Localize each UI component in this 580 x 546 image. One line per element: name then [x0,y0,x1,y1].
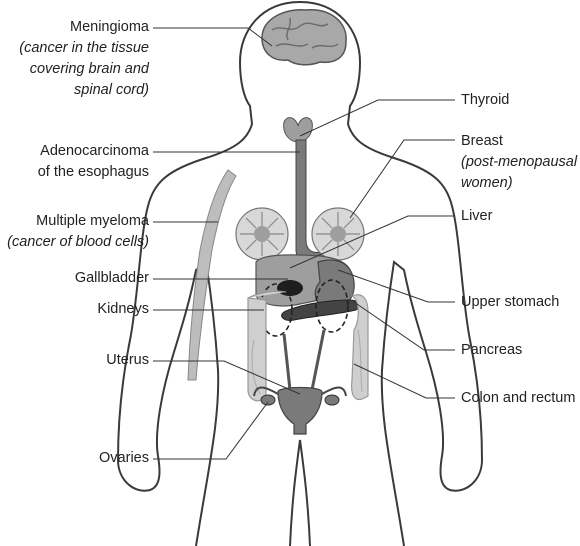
breast-left [235,207,289,261]
body-outline [116,1,484,546]
label-adenocarcinoma: Adenocarcinoma of the esophagus [37,143,149,180]
brain-shape [261,9,347,66]
kidney-right [315,279,349,333]
label-breast: Breast (post-menopausal women) [461,133,578,191]
leader-lines [153,27,455,460]
thyroid-shape [283,117,313,143]
ovary-left [260,394,276,406]
label-kidneys: Kidneys [97,301,149,317]
gallbladder-shape [277,280,303,296]
colon-shape [247,290,369,402]
label-multiple-myeloma: Multiple myeloma (cancer of blood cells) [7,213,149,250]
label-upper-stomach: Upper stomach [461,294,560,310]
breast-right [311,207,365,261]
ovary-right [324,394,340,406]
label-uterus: Uterus [106,352,149,368]
label-liver: Liver [461,208,493,224]
label-meningioma: Meningioma (cancer in the tissue coverin… [19,19,149,98]
pancreas-shape [281,299,360,321]
label-thyroid: Thyroid [461,92,510,108]
label-colon-and-rectum: Colon and rectum [461,390,576,406]
arm-vessel [187,169,237,381]
label-ovaries: Ovaries [99,450,149,466]
uterus-shape [277,386,323,435]
label-pancreas: Pancreas [461,342,523,358]
label-gallbladder: Gallbladder [74,270,149,286]
